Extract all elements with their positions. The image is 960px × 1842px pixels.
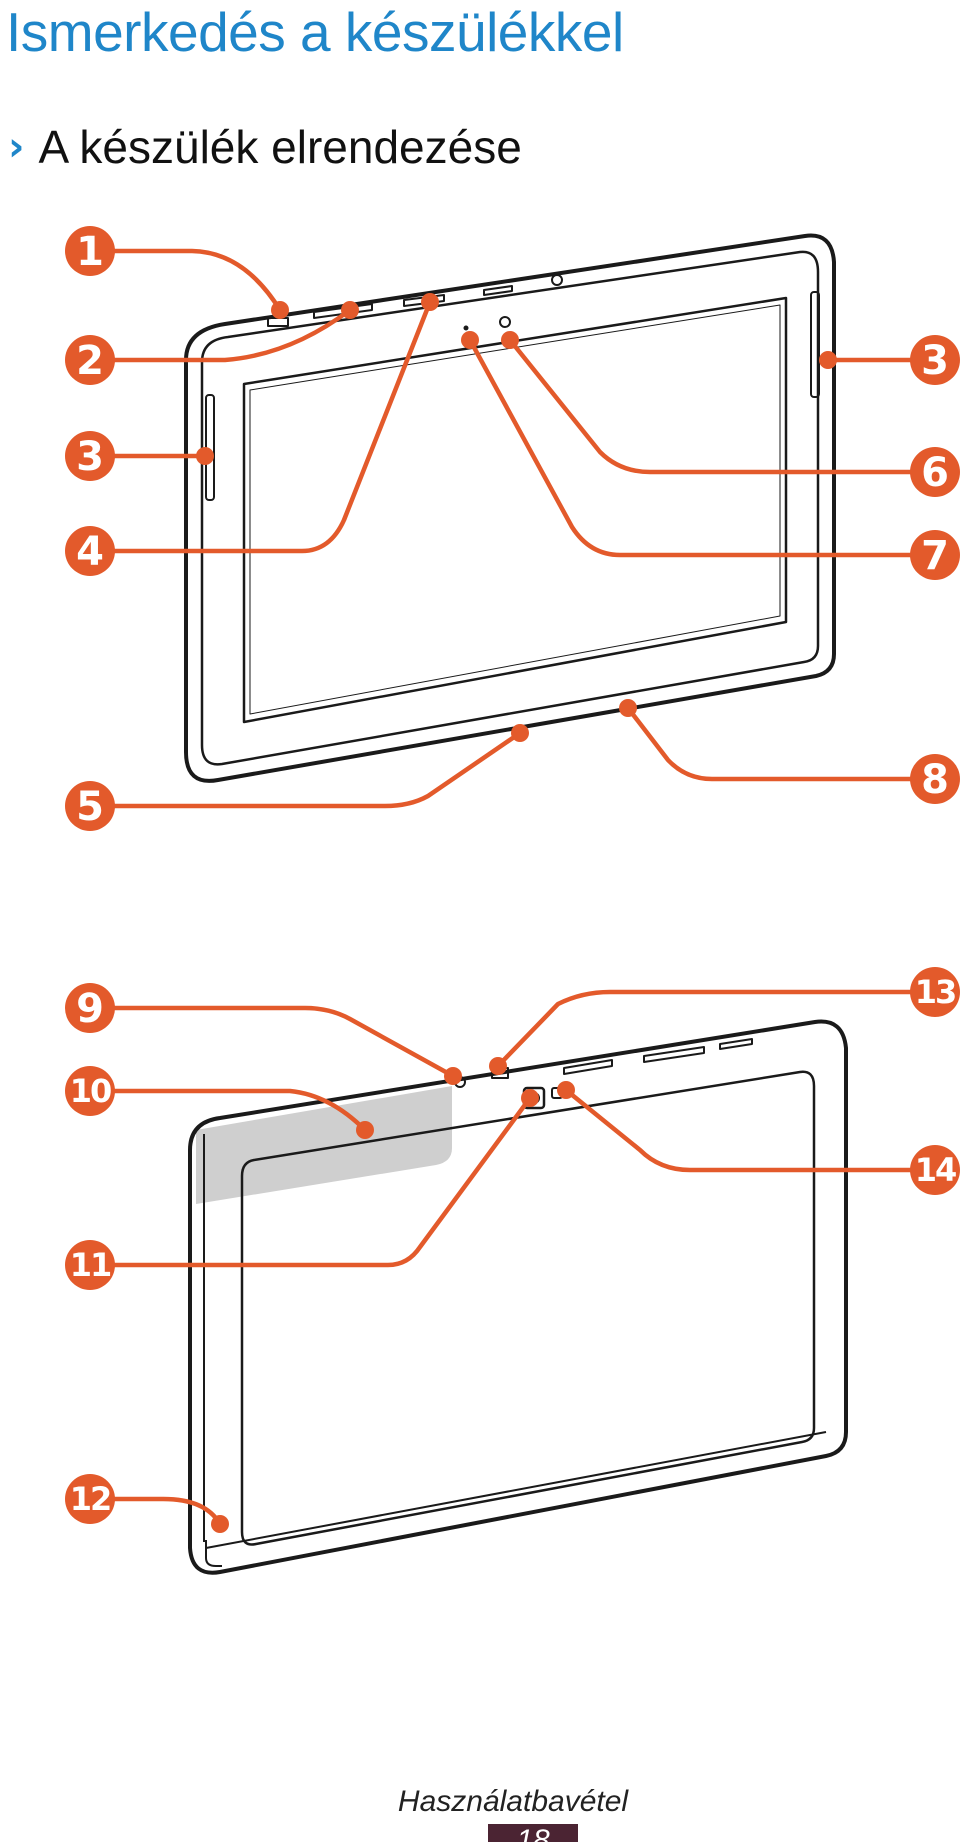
back-inner-outline — [240, 1070, 816, 1546]
callout-4: 4 — [65, 526, 115, 576]
callout-13-number: 13 — [915, 973, 956, 1011]
chevron-right-icon: › — [8, 124, 25, 170]
front-inner-bezel — [200, 250, 820, 766]
light-sensor — [463, 325, 469, 331]
callout-10-number: 10 — [70, 1072, 111, 1110]
callout-6: 6 — [910, 447, 960, 497]
callout-2-number: 2 — [76, 338, 104, 384]
callout-3-right: 3 — [910, 335, 960, 385]
back-button-b — [643, 1046, 705, 1063]
right-speaker-grille — [810, 291, 820, 398]
callout-5-number: 5 — [76, 784, 104, 830]
page-number: 18 — [516, 1824, 550, 1842]
callout-14: 14 — [910, 1145, 960, 1195]
power-button — [267, 317, 289, 327]
back-outer-edge — [188, 1019, 848, 1575]
strap-hole — [205, 1540, 222, 1567]
callout-1: 1 — [65, 226, 115, 276]
callout-3-left: 3 — [65, 431, 115, 481]
front-screen — [242, 296, 788, 724]
back-button-c — [719, 1038, 753, 1050]
tablet-back-view — [188, 1019, 848, 1575]
callout-3-right-number: 3 — [921, 338, 949, 384]
callout-11: 11 — [65, 1240, 115, 1290]
callout-10: 10 — [65, 1066, 115, 1116]
callout-7-number: 7 — [921, 533, 949, 579]
back-bottom-edge — [205, 1431, 827, 1549]
callout-9-number: 9 — [76, 986, 104, 1032]
callout-8: 8 — [910, 754, 960, 804]
callout-12-number: 12 — [70, 1480, 111, 1518]
callout-7: 7 — [910, 530, 960, 580]
section-header: › A készülék elrendezése — [8, 120, 522, 174]
callout-4-number: 4 — [76, 529, 104, 575]
callout-1-number: 1 — [76, 229, 104, 275]
top-jack — [551, 274, 563, 286]
back-button-a — [563, 1059, 613, 1075]
chapter-title: Ismerkedés a készülékkel — [6, 1, 624, 63]
top-slot — [483, 285, 513, 296]
callout-dots — [196, 293, 837, 1533]
callout-6-number: 6 — [921, 450, 949, 496]
front-camera — [499, 316, 511, 328]
section-title: A készülék elrendezése — [38, 121, 522, 173]
callout-12: 12 — [65, 1474, 115, 1524]
callout-leaders — [110, 248, 924, 1527]
callout-8-number: 8 — [921, 757, 949, 803]
callout-11-number: 11 — [70, 1246, 111, 1284]
footer-section-label: Használatbavétel — [397, 1785, 629, 1818]
page-number-badge: 18 — [488, 1824, 578, 1842]
callout-13: 13 — [910, 967, 960, 1017]
callout-9: 9 — [65, 983, 115, 1033]
callout-3-left-number: 3 — [76, 434, 104, 480]
front-outer-edge — [184, 233, 836, 783]
back-shaded-area — [196, 1086, 452, 1204]
callout-2: 2 — [65, 335, 115, 385]
callout-5: 5 — [65, 781, 115, 831]
callout-14-number: 14 — [915, 1151, 956, 1189]
front-screen-inner — [249, 304, 781, 715]
